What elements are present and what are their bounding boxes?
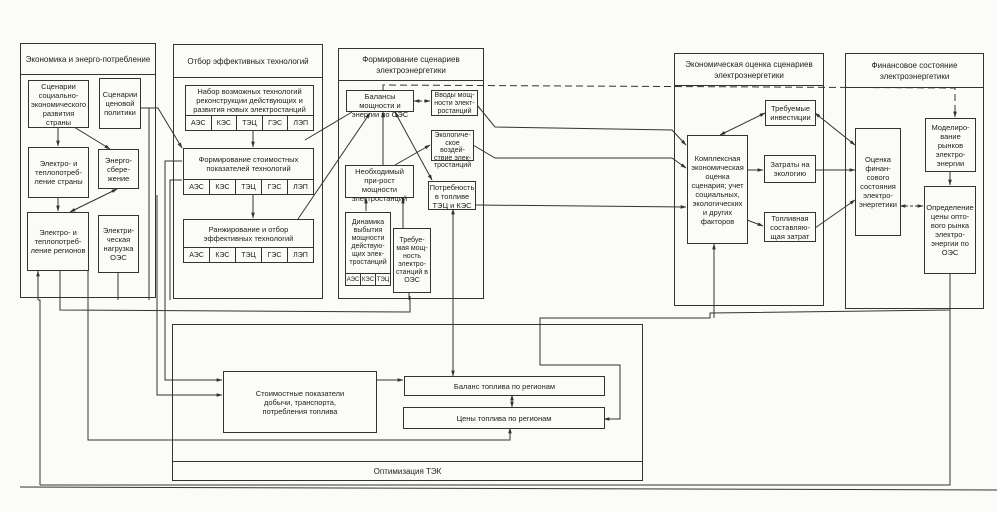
cell: КЭС (209, 180, 235, 194)
cell: АЭС (346, 276, 360, 283)
box-regional-consumption: Электро- и теплопотреб-ление регионов (27, 212, 89, 271)
arrow-saving-regions (69, 188, 118, 213)
box-electric-load: Электри-ческая нагрузка ОЭС (98, 215, 139, 273)
cell: КЭС (209, 248, 235, 262)
box-technology-set: Набор возможных технологий реконструкции… (185, 85, 314, 131)
box-label: Баланс топлива по регионам (453, 381, 556, 391)
box-label: Ранжирование и отбор эффективных техноло… (203, 224, 294, 243)
panel-technologies: Отбор эффективных технологий (173, 44, 323, 299)
box-energy-saving: Энерго-сбере-жение (98, 149, 139, 189)
cell: ЛЭП (287, 248, 313, 262)
panel-footer-title: Оптимизация ТЭК (173, 461, 642, 480)
box-investments: Требуемые инвестиции (765, 100, 816, 126)
panel-economic-evaluation: Экономическая оценка сценариев электроэн… (674, 53, 824, 306)
cell: АЭС (189, 183, 204, 191)
panel-title: Отбор эффективных технологий (174, 45, 322, 78)
box-capacity-inputs: Вводы мощ-ности элект-ростанций (431, 90, 478, 116)
box-label: Динамика выбытия мощности действую-щих э… (349, 219, 387, 266)
box-complex-evaluation: Комплексная экономическая оценка сценари… (687, 135, 748, 244)
panel-title: Финансовое состояние электроэнергетики (846, 54, 983, 88)
box-required-capacity: Требуе-мая мощ-ность электро-станций в О… (393, 228, 431, 293)
box-fuel-balance: Баланс топлива по регионам (404, 376, 605, 396)
box-label: Необходимый при-рост мощности электроста… (351, 167, 408, 203)
box-fuel-cost-indicators: Стоимостные показатели добычи, транспорт… (223, 371, 377, 433)
arrow-socio-saving (73, 126, 111, 150)
cell: ЛЭП (287, 116, 313, 130)
box-label: Энерго-сбере-жение (104, 155, 133, 183)
box-price-policy: Сценарии ценовой политики (99, 78, 141, 129)
cell: ТЭЦ (236, 116, 262, 130)
cell: АЭС (189, 251, 204, 259)
box-capacity-growth: Необходимый при-рост мощности электроста… (345, 165, 414, 203)
box-fuel-demand: Потребность в топливе ТЭЦ и КЭС (428, 181, 476, 210)
box-country-consumption: Электро- и теплопотреб-ление страны (28, 147, 89, 198)
box-environmental-impact: Экологиче-ское воздей-ствие элек-тростан… (431, 130, 474, 169)
cell: КЭС (210, 116, 237, 130)
panel-title: Экономика и энерго-потребление (21, 44, 155, 75)
box-label: Моделиро-вание рынков электро-энергии (931, 122, 970, 168)
baseline-rule (19, 486, 997, 491)
box-label: Электро- и теплопотреб-ление регионов (30, 228, 86, 255)
box-label: Набор возможных технологий реконструкции… (193, 87, 306, 114)
box-socio-economic-scenarios: Сценарии социально-экономического развит… (28, 80, 89, 128)
box-power-balances: Балансы мощности и энергии по ОЭС (346, 90, 414, 119)
cell: ГЭС (261, 180, 287, 194)
box-label: Требуемые инвестиции (770, 104, 811, 122)
box-label: Требуе-мая мощ-ность электро-станций в О… (396, 236, 428, 284)
box-cost-indicators: Формирование стоимостных показателей тех… (183, 148, 314, 195)
box-label: Оценка финан-сового состояния электро-эн… (859, 155, 897, 209)
cell: КЭС (360, 274, 375, 285)
box-label: Топливная составляю-щая затрат (770, 214, 810, 241)
panel-fuel-optimization: Оптимизация ТЭК (172, 324, 643, 481)
box-fuel-prices: Цены топлива по регионам (403, 407, 605, 429)
box-label: Электро- и теплопотреб-ление страны (34, 159, 83, 186)
box-ranking: Ранжирование и отбор эффективных техноло… (183, 219, 314, 263)
panel-economy: Экономика и энерго-потребление (20, 43, 156, 298)
box-market-modeling: Моделиро-вание рынков электро-энергии (925, 118, 976, 172)
cell: ТЭЦ (235, 248, 261, 262)
box-label: Вводы мощ-ности элект-ростанций (434, 92, 475, 115)
box-label: Электри-ческая нагрузка ОЭС (102, 226, 135, 262)
dashed-link (382, 84, 957, 118)
box-label: Цены топлива по регионам (456, 413, 552, 423)
panel-financial-state: Финансовое состояние электроэнергетики (845, 53, 984, 309)
box-label: Формирование стоимостных показателей тех… (198, 155, 299, 173)
box-label: Комплексная экономическая оценка сценари… (691, 153, 744, 226)
box-label: Определение цены опто-вого рынка электро… (926, 203, 974, 257)
box-ecology-costs: Затраты на экологию (764, 155, 816, 183)
box-label: Потребность в топливе ТЭЦ и КЭС (429, 183, 475, 210)
box-fuel-cost-component: Топливная составляю-щая затрат (764, 212, 816, 242)
cell: ЛЭП (287, 180, 313, 194)
box-label: Балансы мощности и энергии по ОЭС (351, 92, 409, 119)
box-label: Экологиче-ское воздей-ствие элек-тростан… (433, 132, 472, 169)
panel-title: Формирование сценариев электроэнергетики (339, 49, 483, 81)
panel-title: Экономическая оценка сценариев электроэн… (675, 54, 823, 86)
box-label: Стоимостные показатели добычи, транспорт… (255, 388, 345, 416)
box-label: Сценарии социально-экономического развит… (30, 82, 87, 127)
cell: ТЭЦ (235, 180, 261, 194)
cell: ТЭЦ (375, 274, 390, 285)
box-wholesale-price: Определение цены опто-вого рынка электро… (924, 186, 976, 274)
box-financial-assessment: Оценка финан-сового состояния электро-эн… (855, 128, 901, 236)
cell: ГЭС (261, 248, 287, 262)
panel-scenarios: Формирование сценариев электроэнергетики (338, 48, 484, 299)
box-label: Затраты на экологию (770, 160, 810, 178)
box-retirement-dynamics: Динамика выбытия мощности действую-щих э… (345, 212, 391, 286)
cell: АЭС (190, 119, 206, 127)
box-label: Сценарии ценовой политики (102, 90, 138, 117)
cell: ГЭС (261, 116, 288, 130)
arrow-price-cost (140, 107, 183, 149)
